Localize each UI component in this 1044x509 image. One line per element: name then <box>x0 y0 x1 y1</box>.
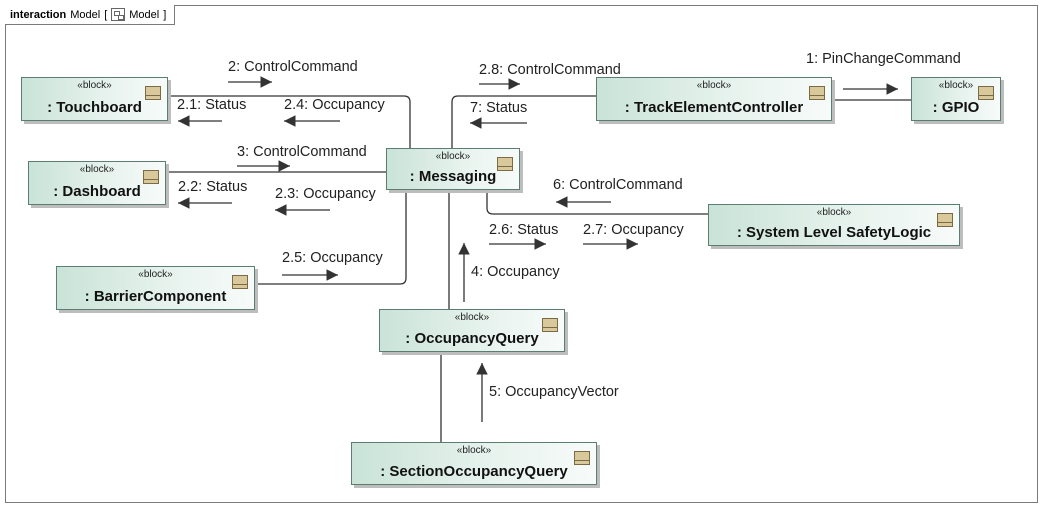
stereotype-label: «block» <box>454 312 490 323</box>
frame-name: Model <box>70 8 101 21</box>
block-name: : OccupancyQuery <box>405 330 539 347</box>
message-label-1: 1: PinChangeCommand <box>806 51 961 67</box>
frame-keyword: interaction <box>10 8 67 21</box>
block-name: : GPIO <box>932 99 980 116</box>
message-label-7: 7: Status <box>470 100 528 116</box>
block-icon <box>497 157 513 171</box>
block-track-element-controller[interactable]: «block» : TrackElementController <box>596 77 832 121</box>
interaction-frame <box>5 5 1038 503</box>
block-name: : System Level SafetyLogic <box>736 224 932 241</box>
block-icon <box>978 86 994 100</box>
stereotype-label: «block» <box>816 207 852 218</box>
message-label-2: 2: ControlCommand <box>228 59 358 75</box>
block-name: : Dashboard <box>53 183 141 200</box>
message-label-2-6: 2.6: Status <box>489 222 559 238</box>
block-occupancy-query[interactable]: «block» : OccupancyQuery <box>379 309 565 352</box>
block-icon <box>809 86 825 100</box>
message-label-2-1: 2.1: Status <box>177 97 247 113</box>
block-dashboard[interactable]: «block» : Dashboard <box>28 161 166 205</box>
block-barrier-component[interactable]: «block» : BarrierComponent <box>56 266 255 310</box>
stereotype-label: «block» <box>138 269 173 280</box>
link-messaging-sls <box>486 190 708 215</box>
stereotype-label: «block» <box>77 80 112 91</box>
block-name: : Messaging <box>409 168 497 185</box>
stereotype-label: «block» <box>79 164 115 175</box>
block-icon <box>145 86 161 100</box>
block-icon <box>232 275 248 289</box>
diagram-icon <box>111 8 126 21</box>
block-icon <box>937 213 953 227</box>
message-label-2-2: 2.2: Status <box>178 179 248 195</box>
message-label-5: 5: OccupancyVector <box>489 384 619 400</box>
block-system-level-safety-logic[interactable]: «block» : System Level SafetyLogic <box>708 204 960 246</box>
stereotype-label: «block» <box>435 151 471 162</box>
message-label-4: 4: Occupancy <box>471 264 560 280</box>
message-label-3: 3: ControlCommand <box>237 144 367 160</box>
block-section-occupancy-query[interactable]: «block» : SectionOccupancyQuery <box>351 442 597 485</box>
block-name: : BarrierComponent <box>84 288 227 305</box>
message-label-2-3: 2.3: Occupancy <box>275 186 376 202</box>
stereotype-label: «block» <box>938 80 974 91</box>
block-icon <box>542 318 558 332</box>
block-name: : Touchboard <box>47 99 142 116</box>
message-label-2-7: 2.7: Occupancy <box>583 222 684 238</box>
link-touchboard-messaging <box>168 95 411 148</box>
message-label-2-8: 2.8: ControlCommand <box>479 62 621 78</box>
block-name: : TrackElementController <box>624 99 804 116</box>
link-messaging-tec <box>451 95 596 148</box>
message-label-2-5: 2.5: Occupancy <box>282 250 383 266</box>
stereotype-label: «block» <box>456 445 492 456</box>
message-label-2-4: 2.4: Occupancy <box>284 97 385 113</box>
block-icon <box>574 451 590 465</box>
block-messaging[interactable]: «block» : Messaging <box>386 148 520 190</box>
frame-header: interaction Model [ Model ] <box>5 5 176 25</box>
block-icon <box>143 170 159 184</box>
message-label-6: 6: ControlCommand <box>553 177 683 193</box>
block-name: : SectionOccupancyQuery <box>380 463 568 480</box>
block-gpio[interactable]: «block» : GPIO <box>911 77 1001 121</box>
block-touchboard[interactable]: «block» : Touchboard <box>21 77 168 121</box>
link-barrier-messaging <box>255 190 407 285</box>
stereotype-label: «block» <box>696 80 732 91</box>
frame-suffix: Model <box>129 8 160 21</box>
